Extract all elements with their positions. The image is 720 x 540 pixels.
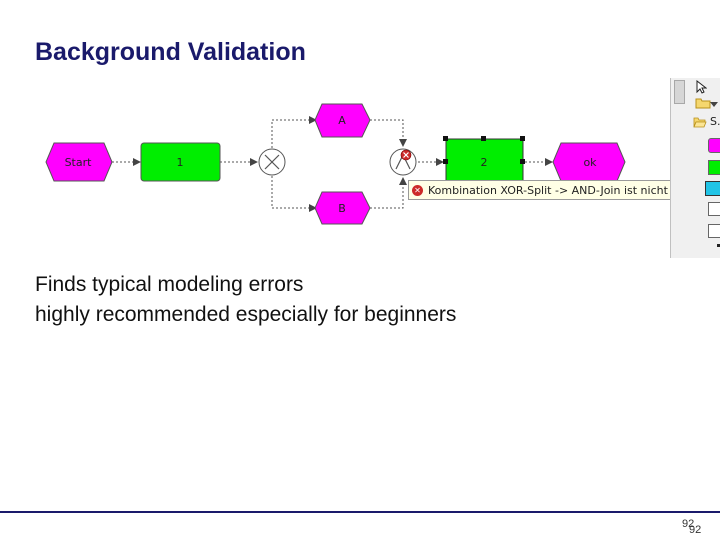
end-event-ok[interactable]: ok [552,142,626,182]
task-2[interactable]: 2 [445,138,524,184]
palette-white-shape-1[interactable] [708,202,720,216]
event-b[interactable]: B [314,191,371,225]
footer-divider [0,511,720,513]
selection-handles[interactable] [443,136,525,164]
validation-error-tooltip: ✕ Kombination XOR-Split -> AND-Join ist … [408,180,713,200]
connector-lines [112,116,553,212]
palette-event-shape[interactable] [708,138,720,153]
page-number: 92 [682,518,695,530]
bullet-item: highly recommended especially for beginn… [35,303,457,326]
event-b-label: B [338,202,346,215]
slide-title: Background Validation [35,38,306,66]
open-folder-icon [693,117,707,127]
folder-icon[interactable] [695,96,711,114]
task-1[interactable]: 1 [140,142,221,182]
palette-selected-shape[interactable] [705,181,720,196]
process-diagram: Start 1 A B 2 [45,103,626,225]
task-2-label: 2 [481,156,488,169]
event-a[interactable]: A [314,103,371,138]
end-event-label: ok [583,156,597,169]
arrow-cursor-icon[interactable] [695,79,708,99]
bullet-item: Finds typical modeling errors [35,273,304,296]
event-a-label: A [338,114,346,127]
xor-split-gateway[interactable] [258,148,286,176]
shape-palette-panel: S... [670,78,720,258]
task-1-label: 1 [177,156,184,169]
palette-white-shape-2[interactable] [708,224,720,238]
palette-section-label: S... [710,115,720,128]
validation-error-text: Kombination XOR-Split -> AND-Join ist ni… [428,183,713,197]
dropdown-arrow-icon[interactable] [709,96,719,114]
palette-function-shape[interactable] [708,160,720,175]
palette-dot [717,244,720,247]
start-event[interactable]: Start [45,142,113,182]
slide-bullets: Finds typical modeling errors highly rec… [35,270,456,330]
start-event-label: Start [65,156,93,169]
error-icon: ✕ [412,184,423,196]
palette-scrollbar[interactable] [674,80,685,104]
palette-section-header[interactable]: S... [693,115,720,128]
page-number-overlay: 92 [689,524,702,536]
error-icon [400,149,412,161]
